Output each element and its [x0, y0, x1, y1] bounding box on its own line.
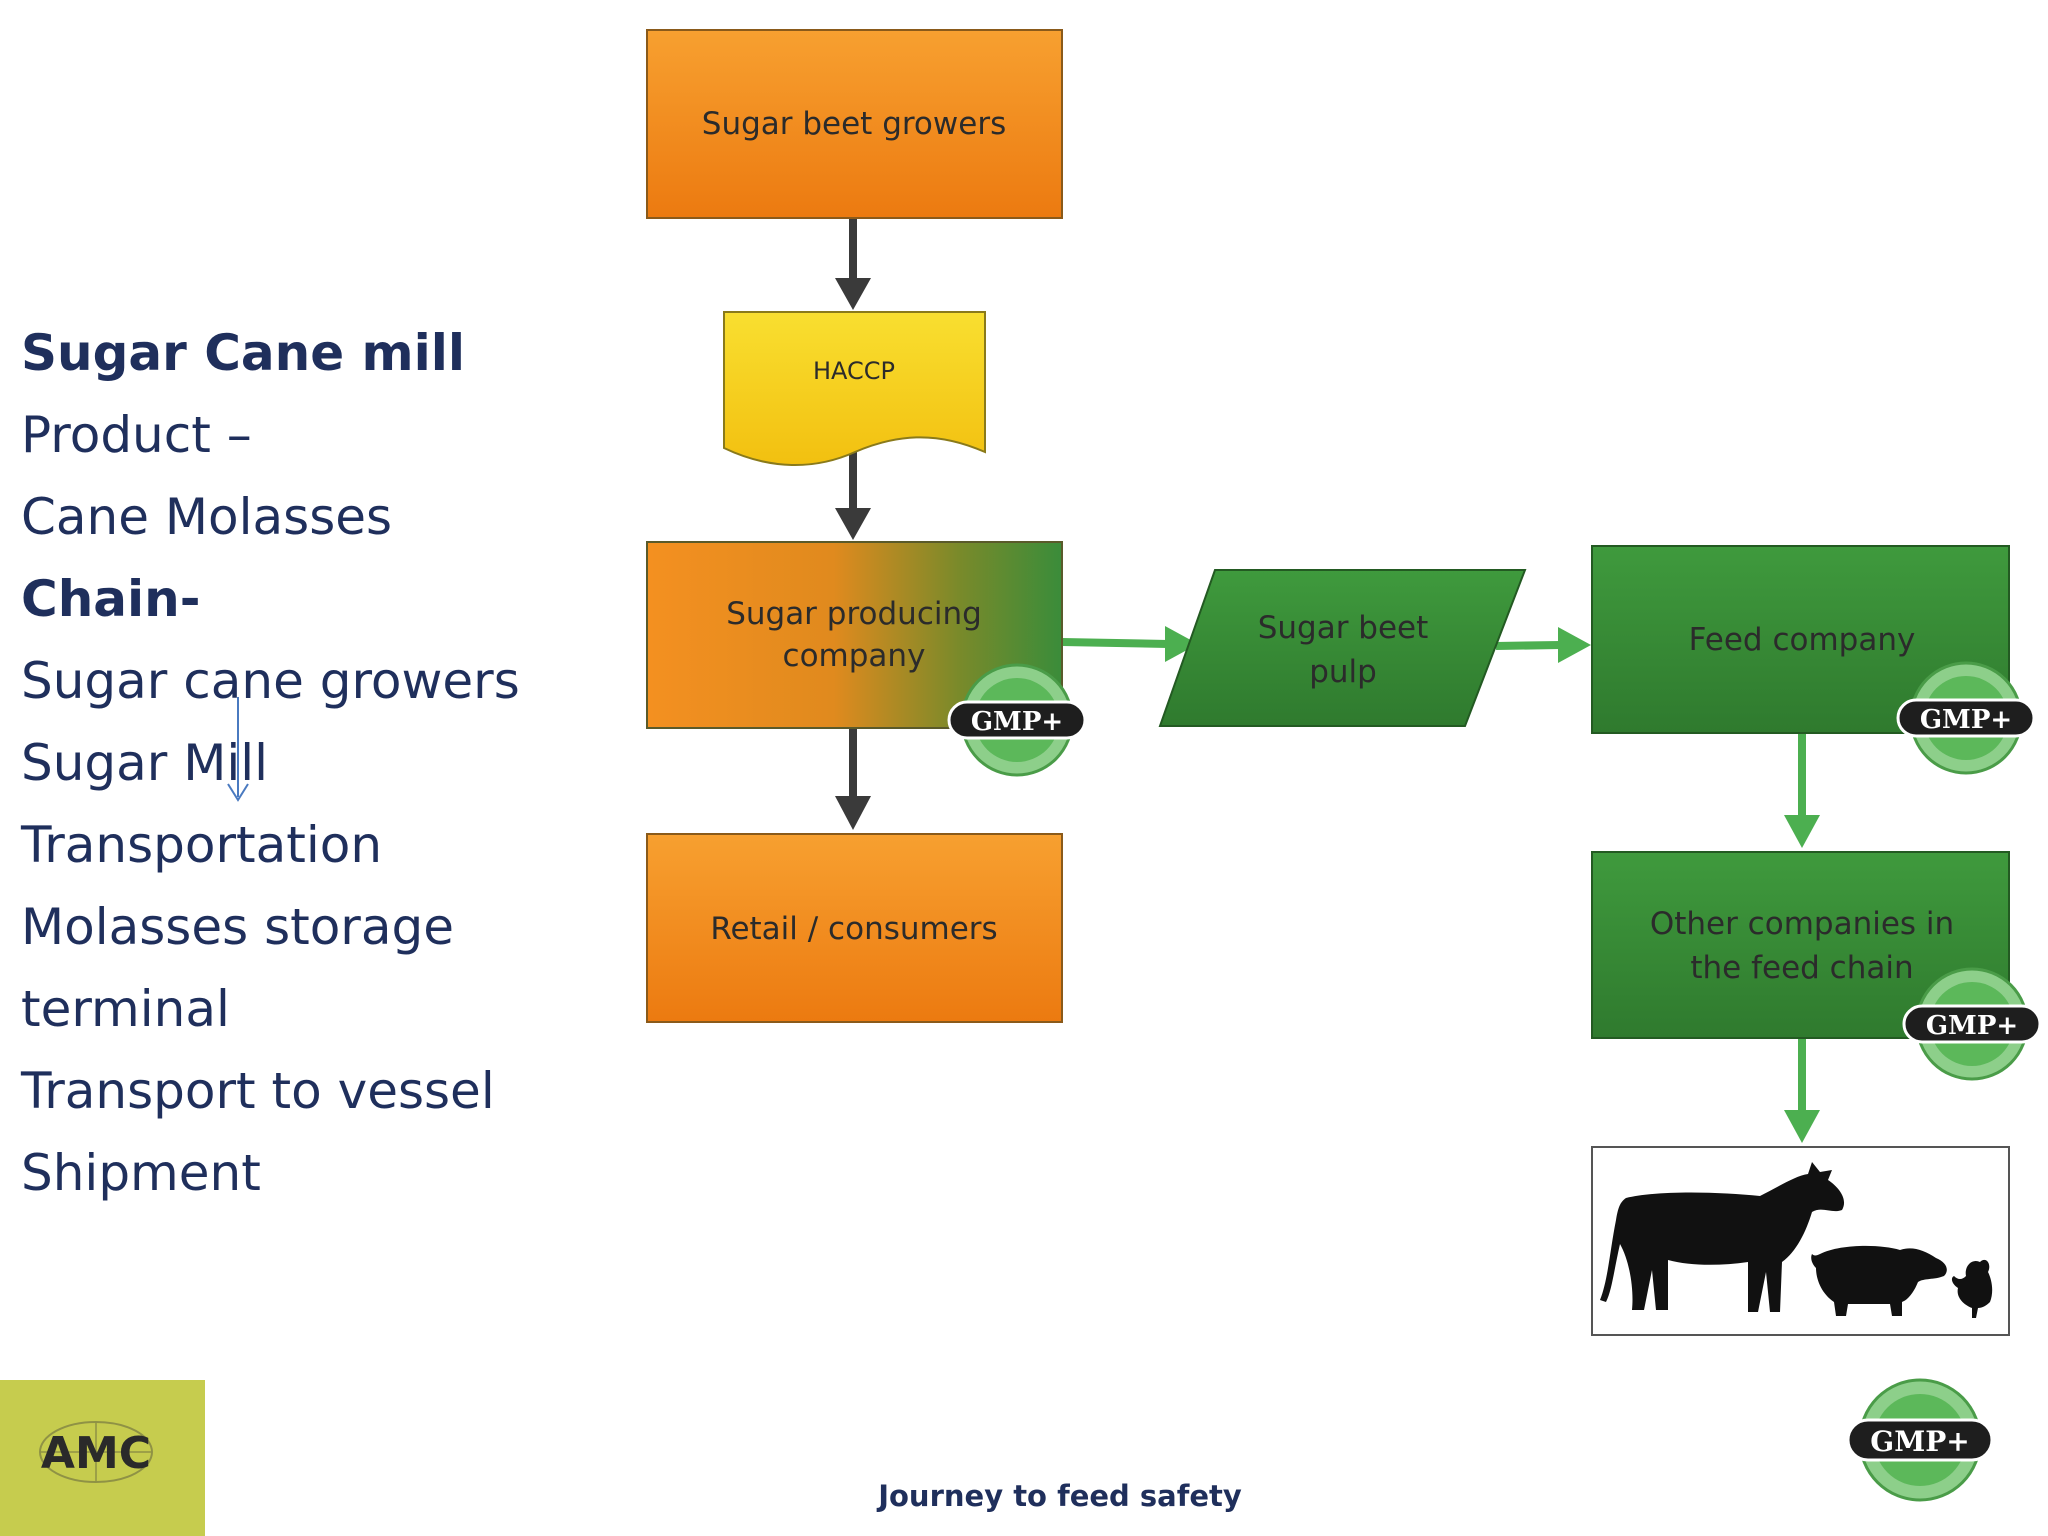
label-sugar-beet-growers: Sugar beet growers	[702, 106, 1006, 142]
label-retail-consumers: Retail / consumers	[710, 911, 997, 947]
label-feed-company: Feed company	[1689, 622, 1916, 658]
label-producer-line2: company	[783, 638, 926, 674]
label-other-line2: the feed chain	[1690, 950, 1913, 986]
blue-down-arrow-icon	[227, 697, 249, 802]
arrow-growers-to-haccp	[835, 218, 871, 310]
heading-sugar-cane-mill: Sugar Cane mill	[21, 324, 466, 382]
label-pulp-line2: pulp	[1309, 654, 1377, 690]
chain-item-molasses-storage: Molasses storage	[21, 898, 455, 956]
label-producer-line1: Sugar producing	[726, 596, 982, 632]
arrow-feed-to-other	[1784, 733, 1820, 848]
gmp-badge-corner-text: GMP+	[1870, 1425, 1969, 1458]
gmp-badge-feed: GMP+	[1896, 661, 2036, 775]
chain-item-terminal: terminal	[21, 980, 230, 1038]
arrow-producer-to-retail	[835, 728, 871, 830]
gmp-badge-producer: GMP+	[947, 663, 1087, 777]
gmp-badge-producer-text: GMP+	[971, 707, 1063, 737]
text-cane-molasses: Cane Molasses	[21, 488, 393, 546]
pig-silhouette	[1811, 1245, 1947, 1316]
rooster-silhouette	[1951, 1259, 1993, 1318]
chain-item-shipment: Shipment	[21, 1144, 261, 1202]
gmp-badge-feed-text: GMP+	[1920, 705, 2012, 735]
node-haccp: HACCP	[723, 311, 986, 466]
footer-text: Journey to feed safety	[878, 1479, 1242, 1513]
chain-item-sugar-mill: Sugar Mill	[21, 734, 269, 792]
label-other-line1: Other companies in	[1650, 906, 1954, 942]
text-product: Product –	[21, 406, 252, 464]
chain-item-transport-to-vessel: Transport to vessel	[21, 1062, 495, 1120]
heading-chain: Chain-	[21, 570, 201, 628]
arrow-pulp-to-feed	[1495, 627, 1591, 663]
gmp-badge-corner: GMP+	[1846, 1378, 1994, 1502]
gmp-badge-other: GMP+	[1902, 967, 2042, 1081]
animals-image	[1591, 1146, 2010, 1336]
chain-item-sugar-cane-growers: Sugar cane growers	[21, 652, 520, 710]
arrow-other-to-animals	[1784, 1038, 1820, 1143]
amc-logo: AMC	[39, 1421, 153, 1483]
amc-logo-text: AMC	[41, 1428, 151, 1479]
chain-item-transportation: Transportation	[21, 816, 383, 874]
label-pulp-line1: Sugar beet	[1258, 610, 1429, 646]
left-text-panel: Sugar Cane mill Product – Cane Molasses …	[21, 312, 520, 1214]
node-sugar-beet-pulp: Sugar beet pulp	[1158, 569, 1527, 727]
node-retail-consumers: Retail / consumers	[646, 833, 1063, 1023]
cow-silhouette	[1600, 1162, 1845, 1312]
arrow-producer-to-pulp	[1061, 626, 1198, 662]
label-haccp: HACCP	[813, 357, 895, 385]
node-other-companies: Other companies in the feed chain	[1591, 851, 2010, 1039]
arrow-haccp-to-producer	[835, 445, 871, 540]
gmp-badge-other-text: GMP+	[1926, 1011, 2018, 1041]
node-sugar-beet-growers: Sugar beet growers	[646, 29, 1063, 219]
